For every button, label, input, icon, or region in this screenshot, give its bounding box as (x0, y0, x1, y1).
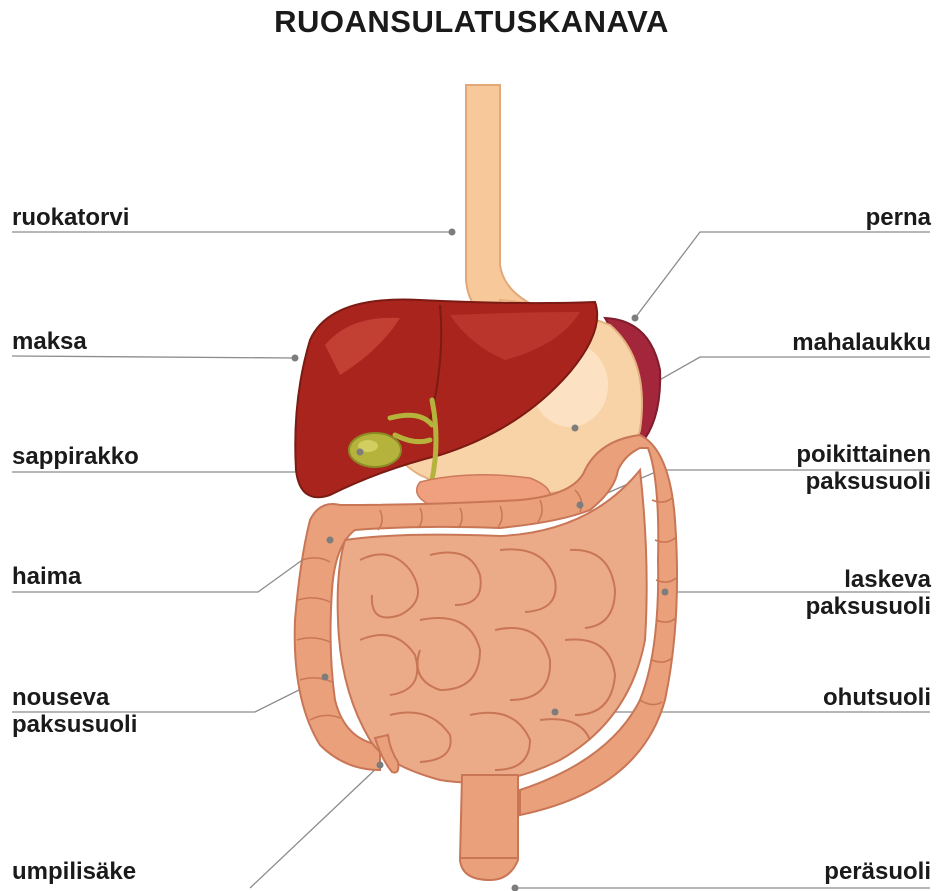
label-transverse-colon: poikittainen paksusuoli (796, 441, 931, 495)
label-appendix: umpilisäke (12, 858, 136, 885)
label-liver: maksa (12, 328, 87, 355)
label-ascending-colon-line1: nouseva (12, 684, 137, 711)
label-ascending-colon-line2: paksusuoli (12, 711, 137, 738)
leader-line-liver (12, 356, 295, 358)
label-stomach: mahalaukku (792, 329, 931, 356)
label-descending-colon-line2: paksusuoli (806, 593, 931, 620)
leader-line-appendix (250, 765, 380, 888)
label-pancreas: haima (12, 563, 81, 590)
label-gallbladder: sappirakko (12, 443, 139, 470)
label-ascending-colon: nouseva paksusuoli (12, 684, 137, 738)
leader-line-spleen (635, 232, 930, 318)
label-esophagus: ruokatorvi (12, 204, 129, 231)
label-descending-colon-line1: laskeva (806, 566, 931, 593)
label-small-intestine: ohutsuoli (823, 684, 931, 711)
label-transverse-colon-line1: poikittainen (796, 441, 931, 468)
label-descending-colon: laskeva paksusuoli (806, 566, 931, 620)
rectum (460, 775, 518, 880)
label-rectum: peräsuoli (824, 858, 931, 885)
label-transverse-colon-line2: paksusuoli (796, 468, 931, 495)
label-spleen: perna (866, 204, 931, 231)
